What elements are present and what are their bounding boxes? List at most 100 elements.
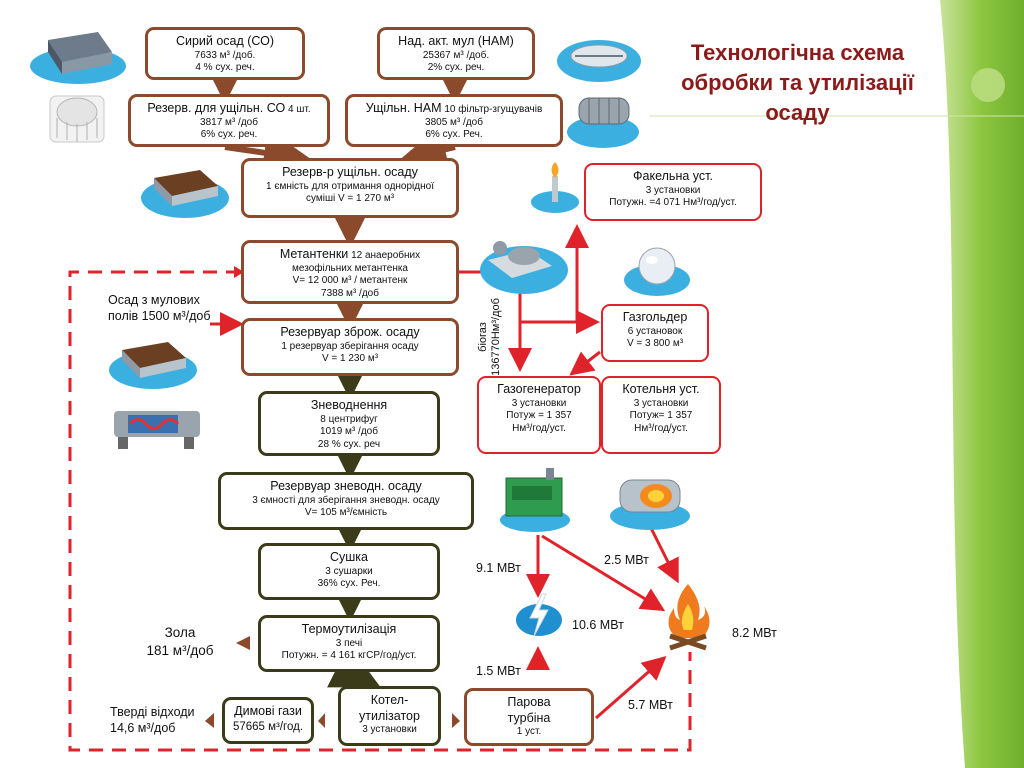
digester-plant-icon — [480, 241, 568, 294]
dewatered-reservoir-title: Резервуар зневодн. осаду — [270, 479, 422, 493]
flare-unit-count: 3 установки — [645, 184, 701, 196]
biogas-line2: 136770Нм³/доб — [490, 298, 502, 376]
flue-gas-box: Димові гази 57665 м³/год. — [222, 697, 314, 744]
dewatering-box: Зневоднення 8 центрифуг 1019 м³ /доб 28 … — [258, 391, 440, 456]
boiler-house-title: Котельня уст. — [622, 382, 700, 396]
drying-title: Сушка — [329, 550, 368, 564]
nam-thickening-count: 10 фільтр-згущувачів — [444, 104, 543, 115]
ash-label: Зола 181 м³/доб — [135, 624, 225, 660]
nam-thickening-title: Ущільн. НАМ — [365, 101, 442, 115]
steam-turbine-title-2: турбіна — [507, 710, 551, 725]
dewatering-title: Зневоднення — [310, 398, 388, 412]
waste-heat-boiler-title-2: утилізатор — [359, 708, 420, 723]
thermal-utilization-count: 3 печі — [335, 637, 363, 649]
co-thickener-title: Резерв. для ущільн. СО — [147, 101, 286, 115]
sludge-reservoir-icon — [141, 170, 229, 218]
drying-box: Сушка 3 сушарки 36% сух. Реч. — [258, 543, 440, 600]
digester-type: мезофільних метантенка — [292, 262, 408, 274]
boiler-house-unit: Нм³/год/уст. — [634, 422, 688, 434]
co-thickener-reservoir-box: Резерв. для ущільн. СО 4 шт. 3817 м³ /до… — [128, 94, 330, 147]
excess-sludge-volume: 25367 м³ /доб. — [422, 49, 490, 61]
thermal-utilization-box: Термоутилізація 3 печі Потужн. = 4 161 к… — [258, 615, 440, 672]
fermented-reservoir-desc: 1 резервуар зберігання осаду — [281, 340, 419, 352]
fermented-reservoir-icon — [109, 342, 197, 389]
thermal-utilization-title: Термоутилізація — [301, 622, 397, 636]
raw-sludge-dry: 4 % сух. реч. — [195, 62, 255, 73]
sludge-fields-line1: Осад з мулових — [108, 293, 200, 307]
waste-heat-boiler-box: Котел- утилізатор 3 установки — [338, 686, 441, 746]
thickener-tank-icon — [49, 95, 105, 143]
digester-title: Метантенки — [279, 247, 349, 261]
solid-waste-line1: Тверді відходи — [110, 705, 195, 719]
thickened-reservoir-title: Резерв-р ущільн. осаду — [282, 165, 418, 179]
biogas-label: біогаз 136770Нм³/доб — [474, 290, 514, 380]
power-9-1-label: 9.1 МВт — [476, 561, 521, 575]
nam-thickening-volume: 3805 м³ /доб — [425, 116, 483, 128]
flue-gas-title: Димові гази — [234, 704, 302, 718]
electricity-icon — [516, 593, 562, 637]
digester-volume: V= 12 000 м³ / метантенк — [292, 275, 408, 286]
dewatered-reservoir-box: Резервуар зневодн. осаду 3 ємності для з… — [218, 472, 474, 530]
boiler-house-box: Котельня уст. 3 установки Потуж= 1 357 Н… — [601, 376, 721, 454]
power-5-7-label: 5.7 МВт — [628, 698, 673, 712]
steam-turbine-count: 1 уст. — [516, 725, 542, 737]
gas-generator-count: 3 установки — [511, 397, 567, 409]
gas-generator-icon — [500, 468, 570, 532]
co-thickener-volume: 3817 м³ /доб — [200, 116, 258, 128]
filter-thickener-icon — [567, 97, 639, 148]
ash-line2: 181 м³/доб — [146, 643, 214, 658]
flare-icon — [531, 162, 579, 213]
dewatering-flow: 1019 м³ /доб — [320, 426, 378, 437]
waste-heat-boiler-count: 3 установки — [362, 723, 417, 735]
boiler-house-power: Потуж= 1 357 — [629, 410, 693, 421]
biogas-line1: біогаз — [477, 322, 489, 352]
co-thickener-count: 4 шт. — [287, 104, 311, 115]
excess-sludge-title: Над. акт. мул (НАМ) — [398, 34, 514, 48]
excess-sludge-dry: 2% сух. реч. — [427, 62, 485, 73]
digester-flow: 7388 м³ /доб — [321, 287, 379, 299]
flue-gas-volume: 57665 м³/год. — [232, 720, 304, 733]
boiler-house-count: 3 установки — [633, 397, 689, 409]
sludge-fields-line2: полів 1500 м³/доб — [108, 309, 211, 323]
gas-generator-power: Потуж = 1 357 — [506, 410, 572, 421]
thickened-reservoir-box: Резерв-р ущільн. осаду 1 ємність для отр… — [241, 158, 459, 218]
power-8-2-label: 8.2 МВт — [732, 626, 777, 640]
flare-unit-power: Потужн. =4 071 Нм³/год/уст. — [609, 197, 737, 208]
gas-generator-unit: Нм³/год/уст. — [512, 422, 566, 434]
flare-unit-title: Факельна уст. — [633, 169, 713, 183]
drying-count: 3 сушарки — [325, 565, 373, 577]
thermal-utilization-power: Потужн. = 4 161 кгСР/год/уст. — [281, 650, 417, 661]
clarifier-tank-icon — [30, 32, 126, 84]
sludge-fields-label: Осад з мулових полів 1500 м³/доб — [108, 292, 211, 324]
round-tank-icon — [557, 40, 641, 82]
thickened-reservoir-desc: 1 ємність для отримання однорідної — [266, 180, 434, 192]
drying-dry: 36% сух. Реч. — [317, 578, 381, 589]
solid-waste-line2: 14,6 м³/доб — [110, 721, 176, 735]
gasholder-sphere-icon — [624, 247, 690, 296]
gasholder-count: 6 установок — [627, 325, 683, 337]
fermented-reservoir-title: Резервуар зброж. осаду — [280, 325, 420, 339]
centrifuge-icon — [114, 411, 200, 449]
dewatered-reservoir-desc: 3 ємності для зберігання зневодн. осаду — [252, 494, 440, 506]
gas-generator-title: Газогенератор — [497, 382, 581, 396]
raw-sludge-title: Сирий осад (СО) — [175, 34, 275, 48]
fermented-reservoir-box: Резервуар зброж. осаду 1 резервуар збері… — [241, 318, 459, 376]
raw-sludge-box: Сирий осад (СО) 7633 м³ /доб. 4 % сух. р… — [145, 27, 305, 80]
steam-turbine-title: Парова — [507, 695, 551, 709]
steam-turbine-box: Парова турбіна 1 уст. — [464, 688, 594, 746]
page-title: Технологічна схема обробки та утилізації… — [681, 40, 914, 125]
solid-waste-label: Тверді відходи 14,6 м³/доб — [110, 704, 195, 736]
dewatering-count: 8 центрифуг — [320, 413, 378, 425]
power-1-5-label: 1.5 МВт — [476, 664, 521, 678]
nam-thickening-box: Ущільн. НАМ 10 фільтр-згущувачів 3805 м³… — [345, 94, 563, 147]
raw-sludge-volume: 7633 м³ /доб. — [194, 49, 256, 61]
co-thickener-dry: 6% сух. реч. — [200, 129, 258, 140]
digester-box: Метантенки 12 анаеробних мезофільних мет… — [241, 240, 459, 304]
gas-generator-box: Газогенератор 3 установки Потуж = 1 357 … — [477, 376, 601, 454]
excess-sludge-box: Над. акт. мул (НАМ) 25367 м³ /доб. 2% су… — [377, 27, 535, 80]
boiler-icon — [610, 479, 690, 530]
nam-thickening-dry: 6% сух. Реч. — [425, 129, 483, 140]
dewatering-dry: 28 % сух. реч — [317, 438, 381, 450]
